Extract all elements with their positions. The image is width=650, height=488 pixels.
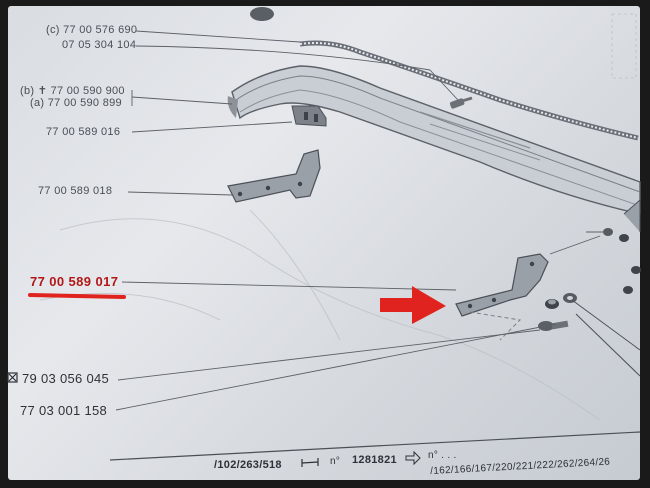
bolt-part-158 [538, 320, 569, 331]
part-label-c: (c) 77 00 576 690 [46, 24, 138, 36]
right-edge-parts [571, 198, 641, 377]
boxed-x-icon [7, 372, 18, 383]
bracket-part-018 [227, 149, 321, 203]
knob-part [250, 7, 274, 21]
part-label-016: 77 00 589 016 [46, 126, 121, 138]
footer-serial: 1281821 [352, 454, 397, 466]
footer-arrow-icon [405, 450, 421, 466]
part-label-018: 77 00 589 018 [38, 185, 113, 197]
part-label-a: (a) 77 00 590 899 [30, 97, 122, 109]
footer-n-label: n° [330, 456, 341, 467]
footer-n-label-2: n° . . . [428, 450, 457, 461]
part-label-158: 77 03 001 158 [20, 403, 108, 418]
screw-part [449, 96, 473, 109]
leader-lines [115, 30, 606, 411]
part-label-b: (b) ✝ 77 00 590 900 [20, 85, 125, 97]
footer-rule [109, 431, 641, 461]
footer-ref-left: /102/263/518 [214, 459, 282, 471]
highlight-underline [28, 293, 126, 299]
bracket-part-017 [455, 253, 549, 341]
part-label-screw: 07 05 304 104 [62, 39, 137, 51]
footer-double-arrow-icon [301, 458, 319, 467]
arrow-right-icon [380, 286, 446, 324]
nut-part-045 [545, 293, 577, 309]
part-label-017-highlighted: 77 00 589 017 [30, 274, 119, 289]
clip-part-016 [291, 105, 327, 127]
main-moulding [227, 65, 641, 215]
part-label-045: 79 03 056 045 [22, 371, 110, 386]
